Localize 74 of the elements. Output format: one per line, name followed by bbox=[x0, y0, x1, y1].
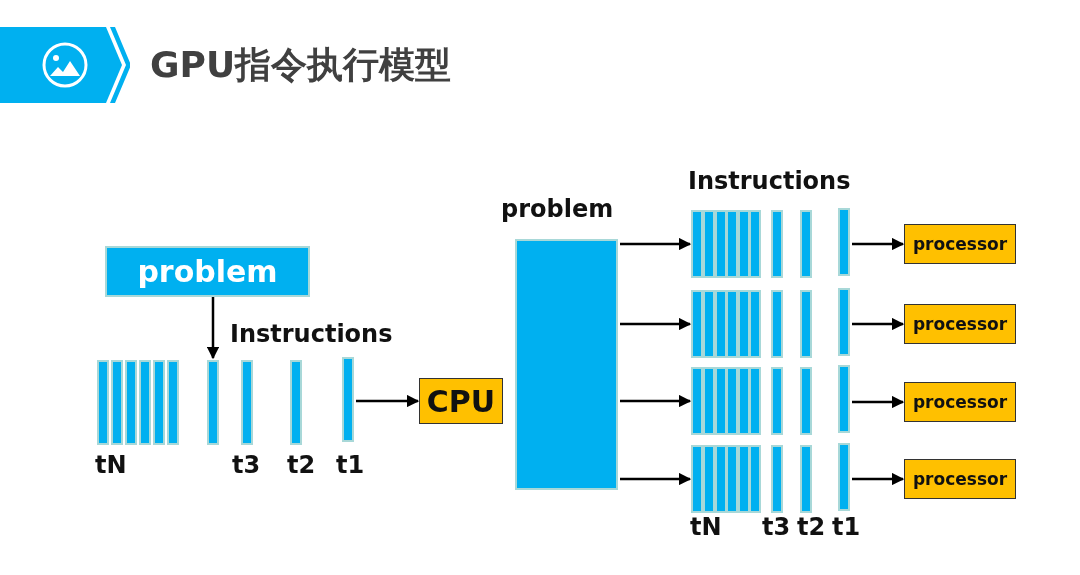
instruction-bar bbox=[749, 290, 761, 358]
instruction-bar bbox=[771, 210, 783, 278]
instruction-bar bbox=[800, 290, 812, 358]
time-step-label: t2 bbox=[287, 453, 316, 477]
time-step-label: t1 bbox=[832, 515, 861, 539]
problem-box: problem bbox=[105, 246, 310, 297]
instruction-bar bbox=[800, 367, 812, 435]
arrow bbox=[620, 472, 692, 486]
instruction-bar bbox=[342, 357, 354, 442]
section-label: Instructions bbox=[230, 322, 393, 346]
slide-title: GPU指令执行模型 bbox=[150, 47, 452, 83]
instruction-bar bbox=[167, 360, 179, 445]
instruction-bar bbox=[800, 445, 812, 513]
instruction-bar bbox=[726, 210, 738, 278]
instruction-bar bbox=[838, 208, 850, 276]
arrow bbox=[852, 317, 905, 331]
instruction-bar bbox=[139, 360, 151, 445]
instruction-bar bbox=[800, 210, 812, 278]
processor-box: processor bbox=[904, 382, 1016, 422]
time-step-label: t2 bbox=[797, 515, 826, 539]
instruction-bar bbox=[207, 360, 219, 445]
instruction-bar bbox=[771, 445, 783, 513]
instruction-bar bbox=[738, 367, 750, 435]
time-step-label: t1 bbox=[336, 453, 365, 477]
instruction-bar bbox=[838, 288, 850, 356]
arrow bbox=[852, 472, 905, 486]
instruction-bar bbox=[715, 367, 727, 435]
instruction-bar bbox=[703, 290, 715, 358]
instruction-bar bbox=[691, 210, 703, 278]
instruction-bar bbox=[691, 445, 703, 513]
instruction-bar bbox=[241, 360, 253, 445]
instruction-bar bbox=[153, 360, 165, 445]
processor-box: processor bbox=[904, 224, 1016, 264]
cpu-box: CPU bbox=[419, 378, 503, 424]
arrow bbox=[356, 394, 420, 408]
instruction-bar bbox=[771, 367, 783, 435]
time-step-label: tN bbox=[690, 515, 722, 539]
instruction-bar bbox=[703, 210, 715, 278]
time-step-label: t3 bbox=[762, 515, 791, 539]
instruction-bar bbox=[715, 290, 727, 358]
arrow bbox=[620, 394, 692, 408]
instruction-bar bbox=[771, 290, 783, 358]
instruction-bar bbox=[726, 367, 738, 435]
processor-box: processor bbox=[904, 304, 1016, 344]
heading-label: problem bbox=[501, 197, 614, 221]
instruction-bar bbox=[97, 360, 109, 445]
instruction-bar bbox=[111, 360, 123, 445]
instruction-bar bbox=[749, 445, 761, 513]
instruction-bar bbox=[749, 367, 761, 435]
instruction-bar bbox=[838, 365, 850, 433]
instruction-bar bbox=[738, 210, 750, 278]
arrow bbox=[206, 297, 220, 360]
instruction-bar bbox=[738, 445, 750, 513]
instruction-bar bbox=[738, 290, 750, 358]
arrow bbox=[620, 237, 692, 251]
time-step-label: tN bbox=[95, 453, 127, 477]
time-step-label: t3 bbox=[232, 453, 261, 477]
instruction-bar bbox=[715, 445, 727, 513]
instruction-bar bbox=[703, 445, 715, 513]
arrow bbox=[852, 395, 905, 409]
instruction-bar bbox=[691, 367, 703, 435]
instruction-bar bbox=[749, 210, 761, 278]
arrow bbox=[620, 317, 692, 331]
instruction-bar bbox=[838, 443, 850, 511]
processor-box: processor bbox=[904, 459, 1016, 499]
instruction-bar bbox=[726, 445, 738, 513]
instruction-bar bbox=[125, 360, 137, 445]
instruction-bar bbox=[703, 367, 715, 435]
instruction-bar bbox=[715, 210, 727, 278]
section-label: Instructions bbox=[688, 169, 851, 193]
arrow bbox=[852, 237, 905, 251]
instruction-bar bbox=[290, 360, 302, 445]
instruction-bar bbox=[691, 290, 703, 358]
instruction-bar bbox=[726, 290, 738, 358]
